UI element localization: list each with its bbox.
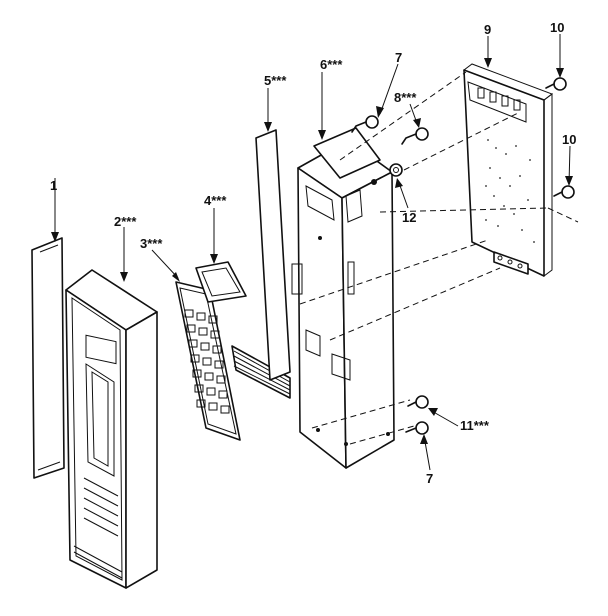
board-connector [493,251,529,275]
callout-10-top: 10 [550,20,564,35]
part-6-control-housing [291,72,395,469]
assembly-guide-lines [299,71,579,445]
callout-7-top: 7 [395,50,402,65]
callout-2: 2*** [114,214,137,229]
part-3-keypad-membrane [151,249,291,441]
screw-7-top [351,63,399,133]
callout-3: 3*** [140,236,163,251]
callout-5: 5*** [264,73,287,88]
washer-12 [389,163,409,209]
callout-1: 1 [50,178,57,193]
callout-4: 4*** [204,193,227,208]
screw-11 [407,395,459,427]
callout-12: 12 [402,210,416,225]
screw-10-side [553,145,575,199]
callout-8: 8*** [394,90,417,105]
screw-10-top [545,34,567,91]
callout-11: 11*** [460,418,490,433]
part-1-gasket-strip [31,178,65,479]
callout-labels: 1 2*** 3*** 4*** 5*** 6*** 7 7 8*** 9 10… [50,20,576,486]
part-9-circuit-board [462,36,554,277]
screw-8 [401,103,429,145]
part-2-control-panel-frame [65,227,158,589]
callout-10-side: 10 [562,132,576,147]
callout-9: 9 [484,22,491,37]
callout-7-bottom: 7 [426,471,433,486]
part-4-display-window [195,208,247,303]
keypad-keys [184,309,230,414]
part-5-filler-strip [255,88,291,381]
callout-6: 6*** [320,57,343,72]
circuit-traces [485,139,535,243]
screw-7-bottom [405,421,431,471]
